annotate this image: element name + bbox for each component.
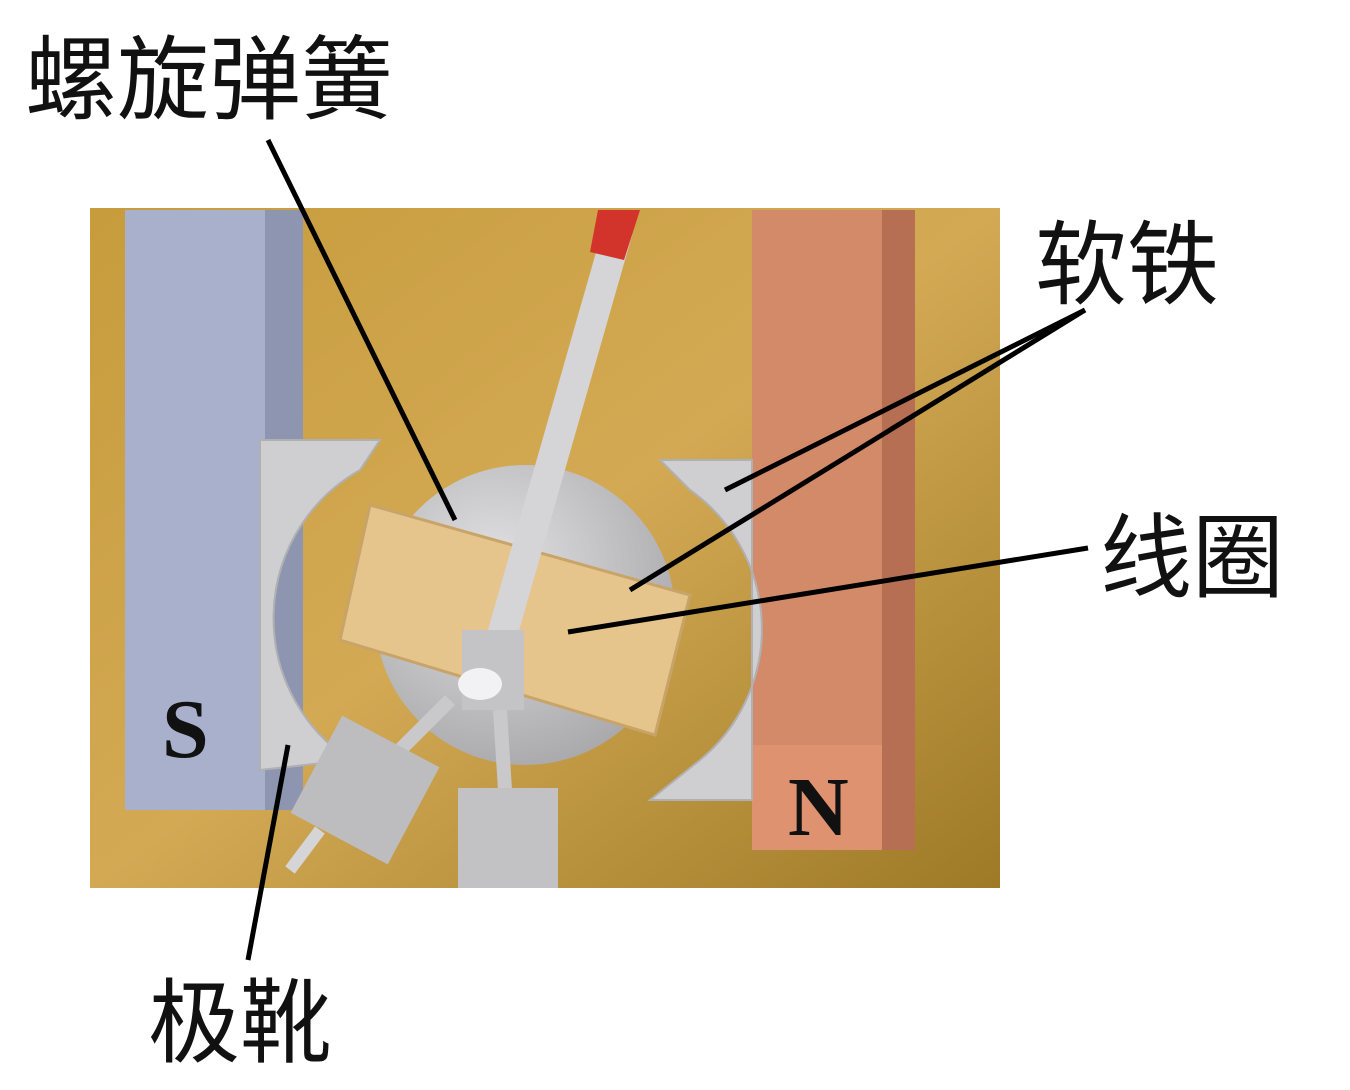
soft-iron-label: 软铁 — [1035, 212, 1219, 319]
north-magnet — [752, 210, 915, 850]
north-pole-label: N — [788, 761, 849, 854]
soft-iron-leader-1 — [723, 307, 1087, 493]
right-pole-shoe — [647, 459, 763, 801]
south-pole-label: S — [162, 683, 209, 776]
pole-shoe-label: 极靴 — [148, 970, 332, 1077]
spiral-spring-label: 螺旋弹簧 — [25, 27, 393, 134]
terminals — [285, 695, 558, 888]
spiral-spring-leader — [265, 138, 458, 522]
left-pole-shoe — [259, 439, 382, 772]
coil-label: 线圈 — [1100, 505, 1284, 612]
soft-iron-leader-2 — [628, 307, 1087, 593]
pole-shoe-leader — [245, 744, 291, 961]
pointer — [458, 210, 640, 710]
coil-leader — [567, 545, 1089, 635]
